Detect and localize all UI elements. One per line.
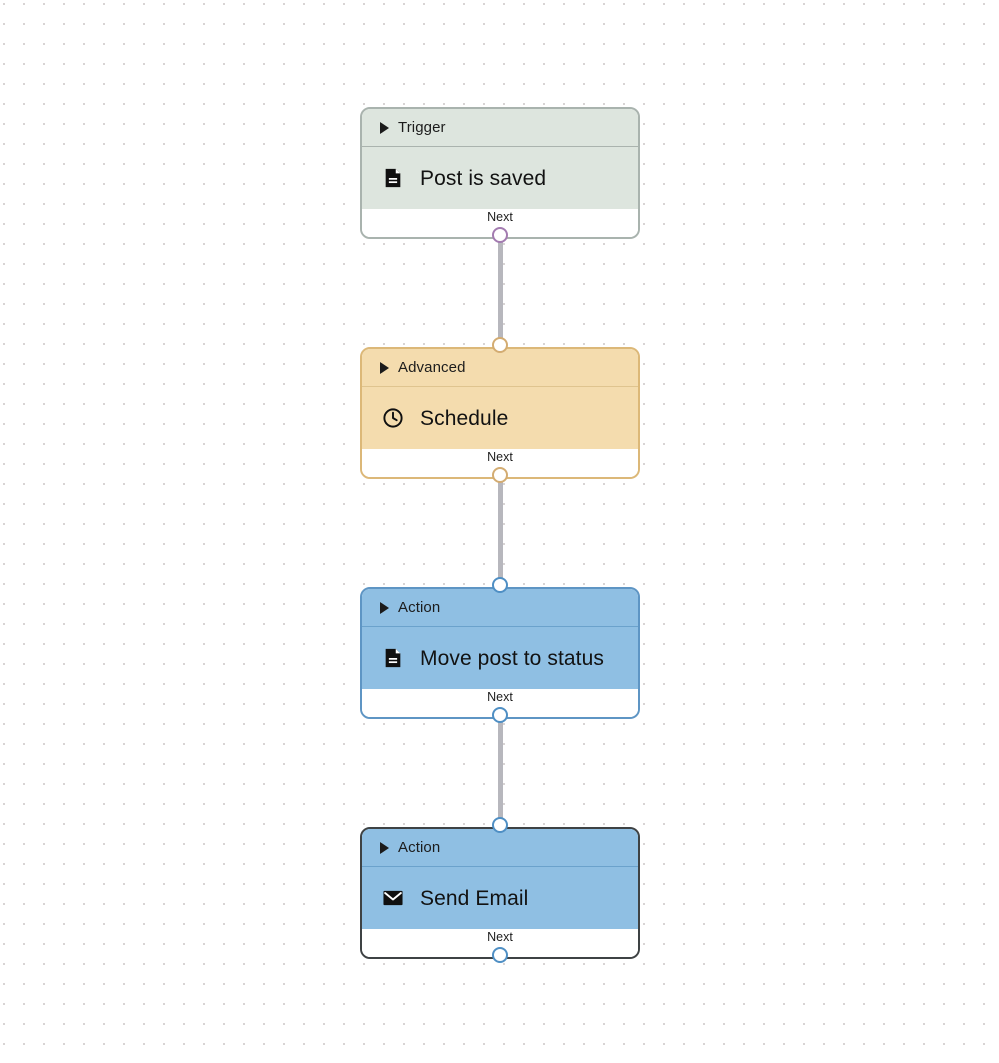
envelope-icon — [382, 887, 404, 909]
document-icon — [382, 167, 404, 189]
next-label: Next — [487, 450, 513, 464]
disclosure-triangle-icon[interactable] — [380, 361, 389, 374]
connector-port-action2-out[interactable] — [492, 947, 508, 963]
node-body[interactable]: Post is saved — [362, 147, 638, 209]
connector-port-advanced-out[interactable] — [492, 467, 508, 483]
connector-port-trigger-out[interactable] — [492, 227, 508, 243]
disclosure-triangle-icon[interactable] — [380, 121, 389, 134]
connector-port-action1-out[interactable] — [492, 707, 508, 723]
node-header[interactable]: Action — [362, 829, 638, 867]
node-title-label: Schedule — [420, 406, 509, 430]
disclosure-triangle-icon[interactable] — [380, 601, 389, 614]
next-label: Next — [487, 210, 513, 224]
node-body[interactable]: Schedule — [362, 387, 638, 449]
node-title-label: Move post to status — [420, 646, 604, 670]
connector-port-advanced-in[interactable] — [492, 337, 508, 353]
node-category-label: Action — [398, 839, 441, 856]
disclosure-triangle-icon[interactable] — [380, 841, 389, 854]
clock-icon — [382, 407, 404, 429]
connector-port-action2-in[interactable] — [492, 817, 508, 833]
node-category-label: Action — [398, 599, 441, 616]
node-title-label: Send Email — [420, 886, 529, 910]
node-header[interactable]: Trigger — [362, 109, 638, 147]
next-label: Next — [487, 690, 513, 704]
node-body[interactable]: Move post to status — [362, 627, 638, 689]
node-title-label: Post is saved — [420, 166, 547, 190]
node-header[interactable]: Advanced — [362, 349, 638, 387]
node-body[interactable]: Send Email — [362, 867, 638, 929]
next-label: Next — [487, 930, 513, 944]
node-header[interactable]: Action — [362, 589, 638, 627]
node-category-label: Trigger — [398, 119, 446, 136]
connector-port-action1-in[interactable] — [492, 577, 508, 593]
document-icon — [382, 647, 404, 669]
node-category-label: Advanced — [398, 359, 466, 376]
